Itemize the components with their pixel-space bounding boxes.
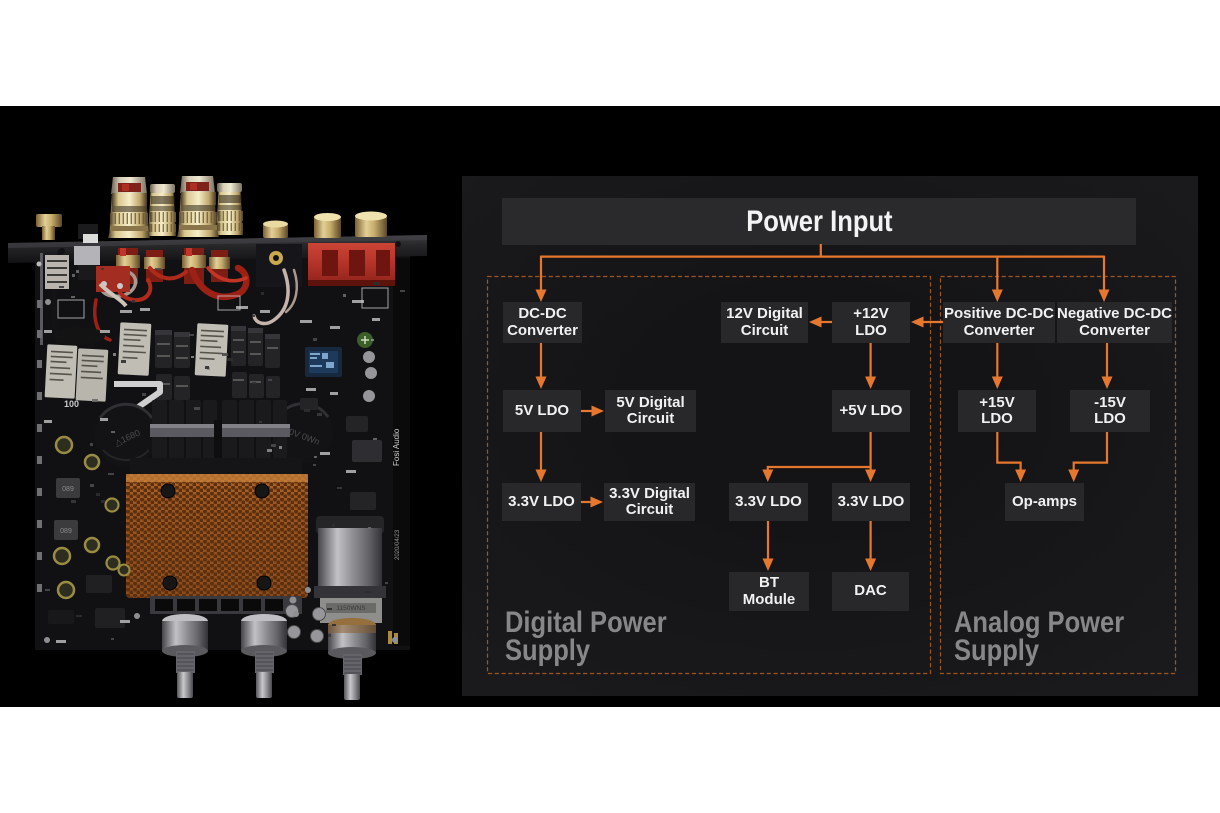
- svg-text:1150WNS: 1150WNS: [336, 605, 366, 612]
- svg-text:089: 089: [60, 528, 72, 535]
- svg-text:100: 100: [64, 399, 79, 409]
- svg-text:089: 089: [62, 486, 74, 493]
- svg-text:Fosi Audio: Fosi Audio: [392, 428, 401, 466]
- svg-text:2020/04/23: 2020/04/23: [395, 529, 401, 560]
